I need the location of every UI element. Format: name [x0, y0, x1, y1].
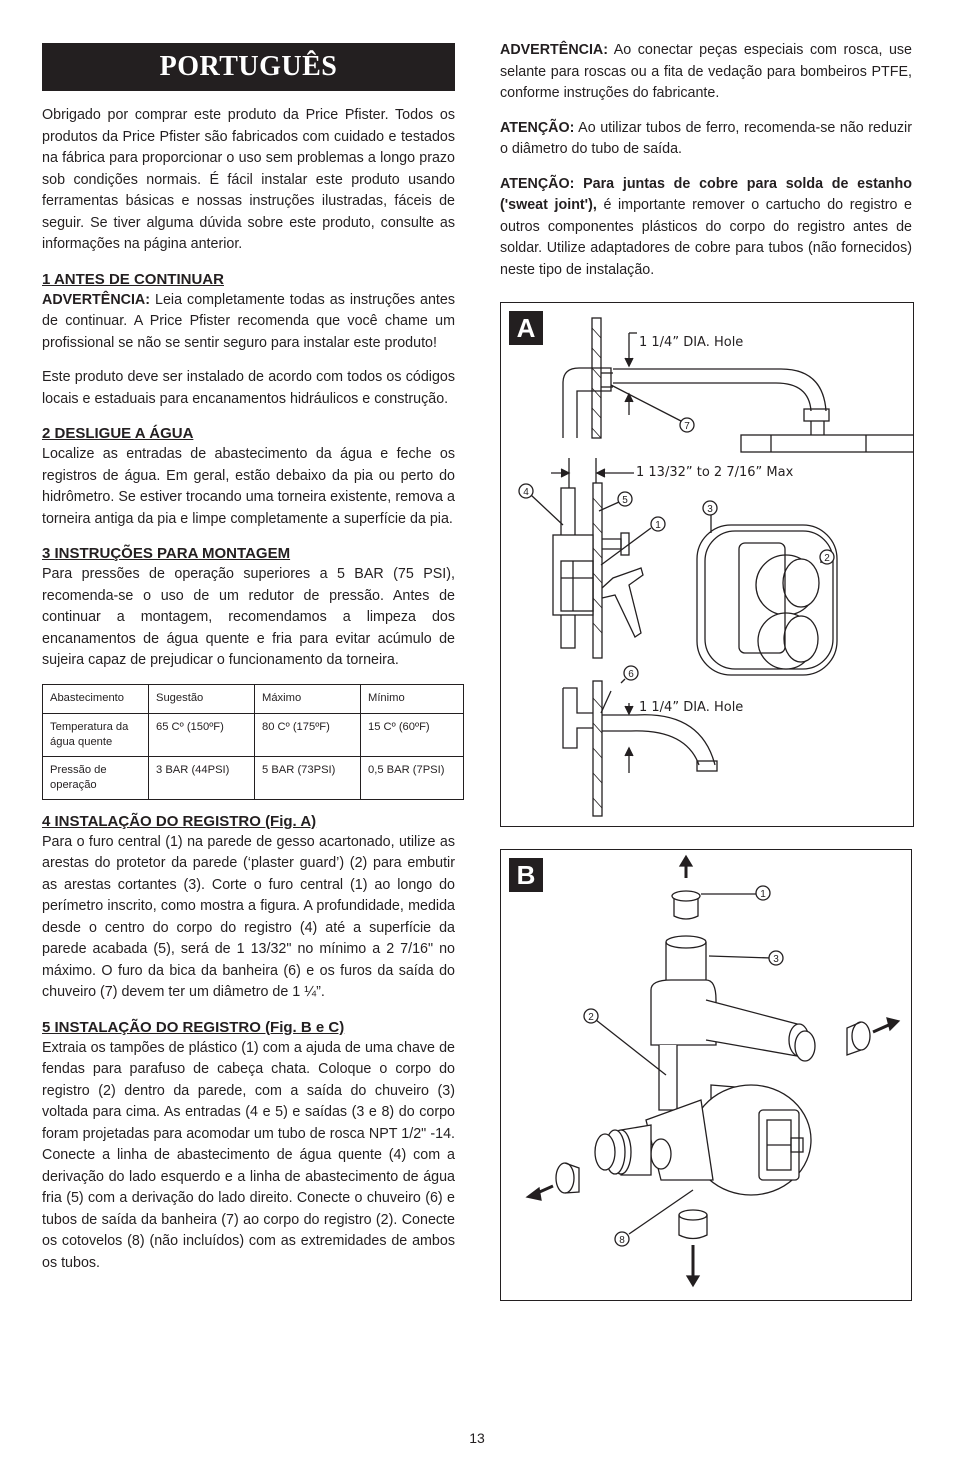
depth-label: 1 13/32” to 2 7/16” Max	[636, 465, 794, 480]
right-attention-2: ATENÇÃO: Para juntas de cobre para solda…	[500, 174, 912, 282]
table-cell: Temperatura da água quente	[42, 712, 149, 757]
section-3-paragraph: Para pressões de operação superiores a 5…	[42, 566, 455, 668]
table-header-cell: Abastecimento	[42, 683, 149, 714]
callout-6: 6	[628, 669, 634, 680]
table-row: Pressão de operação 3 BAR (44PSI) 5 BAR …	[42, 755, 464, 800]
table-cell: 15 Cº (60ºF)	[360, 712, 464, 757]
callout-5: 5	[622, 495, 628, 506]
warning-text: Leia completamente todas as instruções a…	[42, 291, 455, 351]
warning-label: ADVERTÊNCIA:	[42, 291, 151, 308]
table-row: Temperatura da água quente 65 Cº (150ºF)…	[42, 712, 464, 757]
right-attention-1: ATENÇÃO: Ao utilizar tubos de ferro, rec…	[500, 118, 912, 161]
section-1-warning: ADVERTÊNCIA: Leia completamente todas as…	[42, 290, 455, 355]
table-cell: 65 Cº (150ºF)	[148, 712, 255, 757]
figure-a: A 1 1/4” DIA. Hole 7 1	[500, 302, 914, 827]
section-4-heading: 4 INSTALAÇÃO DO REGISTRO (Fig. A)	[42, 812, 317, 830]
section-1-paragraph: Este produto deve ser instalado de acord…	[42, 369, 455, 407]
callout-b-3: 3	[773, 954, 779, 965]
table-header-row: Abastecimento Sugestão Máximo Mínimo	[42, 683, 464, 714]
warning-label: ADVERTÊNCIA:	[500, 42, 609, 58]
table-header-cell: Sugestão	[148, 683, 255, 714]
page-title: PORTUGUÊS	[42, 43, 455, 91]
callout-b-2: 2	[588, 1012, 594, 1023]
callout-7: 7	[684, 421, 690, 432]
callout-b-1: 1	[760, 889, 766, 900]
attention-text: é importante remover o cartucho do regis…	[500, 197, 912, 278]
section-3-heading: 3 INSTRUÇÕES PARA MONTAGEM	[42, 545, 291, 562]
section-5-heading: 5 INSTALAÇÃO DO REGISTRO (Fig. B e C)	[42, 1018, 345, 1036]
left-column: PORTUGUÊS Obrigado por comprar este prod…	[42, 43, 464, 1274]
table-cell: 80 Cº (175ºF)	[254, 712, 361, 757]
hole-top-label: 1 1/4” DIA. Hole	[639, 335, 743, 350]
figure-b: B 1 3 2	[500, 849, 912, 1301]
page-number: 13	[469, 1430, 485, 1446]
section-2-paragraph: Localize as entradas de abastecimento da…	[42, 446, 455, 527]
table-header-cell: Máximo	[254, 683, 361, 714]
table-cell: 0,5 BAR (7PSI)	[360, 755, 464, 800]
callout-4: 4	[523, 487, 529, 498]
callout-1: 1	[655, 520, 661, 531]
table-cell: 3 BAR (44PSI)	[148, 755, 255, 800]
callout-b-8: 8	[619, 1235, 625, 1246]
figure-a-label: A	[509, 311, 543, 345]
hole-bottom-label: 1 1/4” DIA. Hole	[639, 700, 743, 715]
right-column: ADVERTÊNCIA: Ao conectar peças especiais…	[500, 40, 912, 281]
right-warning-1: ADVERTÊNCIA: Ao conectar peças especiais…	[500, 40, 912, 105]
callout-3: 3	[707, 504, 713, 515]
section-4-paragraph: Para o furo central (1) na parede de ges…	[42, 833, 455, 1001]
figure-b-label: B	[509, 858, 543, 892]
attention-label: ATENÇÃO: Para juntas de cobre para solda…	[500, 175, 912, 214]
callout-2: 2	[824, 553, 830, 564]
attention-label: ATENÇÃO:	[500, 119, 575, 136]
table-cell: 5 BAR (73PSI)	[254, 755, 361, 800]
figure-a-drawing: 1 1/4” DIA. Hole 7 1 13/32” to 2 7/16” M…	[518, 317, 913, 817]
figure-b-drawing: 1 3 2	[525, 854, 901, 1288]
section-2-heading: 2 DESLIGUE A ÁGUA	[42, 425, 194, 442]
table-cell: Pressão de operação	[42, 755, 149, 800]
table-header-cell: Mínimo	[360, 683, 464, 714]
intro-paragraph: Obrigado por comprar este produto da Pri…	[42, 107, 455, 252]
specs-table: Abastecimento Sugestão Máximo Mínimo Tem…	[42, 683, 464, 800]
attention-text: Ao utilizar tubos de ferro, recomenda-se…	[500, 119, 912, 158]
section-5-paragraph: Extraia os tampões de plástico (1) com a…	[42, 1039, 455, 1271]
section-1-heading: 1 ANTES DE CONTINUAR	[42, 270, 224, 288]
warning-text: Ao conectar peças especiais com rosca, u…	[500, 42, 912, 101]
